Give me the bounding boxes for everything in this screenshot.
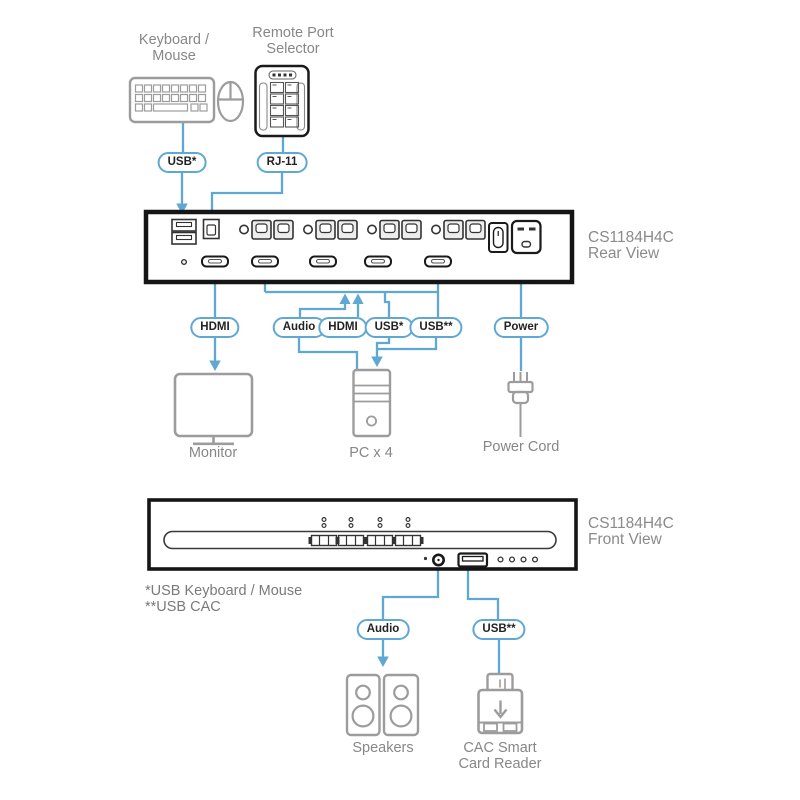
rear-device xyxy=(143,209,575,285)
pc-label: PC x 4 xyxy=(349,445,393,461)
arrow-into-pc xyxy=(371,356,383,367)
remote-selector-label-line1: Remote Port xyxy=(252,25,334,41)
monitor-label: Monitor xyxy=(188,445,238,461)
front-device xyxy=(147,498,578,571)
front-port-select-buttons xyxy=(308,516,424,547)
arrow-into-monitor xyxy=(209,360,221,371)
front-button-group-4 xyxy=(392,516,424,547)
pill-rj11: RJ-11 xyxy=(256,152,308,173)
rear-title-model: CS1184H4C xyxy=(588,229,674,246)
hdmi-port-pc4 xyxy=(424,255,452,268)
front-audio-jack xyxy=(431,553,445,567)
speakers-icon xyxy=(345,673,420,737)
hdmi-port-pc3 xyxy=(364,255,392,268)
cac-label-line2: Card Reader xyxy=(458,756,542,772)
hdmi-port-console xyxy=(201,255,229,268)
pc-port-group-3 xyxy=(366,219,422,240)
bracket-hdmi-ports xyxy=(263,284,440,317)
front-slot-bar xyxy=(163,530,557,550)
pill-hdmi-monitor: HDMI xyxy=(190,317,240,338)
line-usbstar-down-to-pc xyxy=(375,338,391,357)
keyboard-icon xyxy=(128,76,216,124)
remote-port-selector-icon xyxy=(254,64,310,138)
cac-reader-icon xyxy=(477,672,524,735)
front-led xyxy=(423,556,428,561)
rear-rj11-port xyxy=(202,218,220,240)
power-cord-icon xyxy=(507,372,534,437)
pill-usb-keyboard: USB* xyxy=(364,317,414,338)
mouse-icon xyxy=(216,80,245,123)
footnote-usb-cac: **USB CAC xyxy=(145,599,221,615)
keyboard-mouse-label-line1: Keyboard / xyxy=(138,32,210,48)
speakers-label: Speakers xyxy=(352,740,414,756)
hdmi-port-pc2 xyxy=(309,255,337,268)
pill-power: Power xyxy=(493,317,549,338)
pc-port-group-2 xyxy=(302,219,358,240)
line-audio-down-to-pc xyxy=(297,338,359,369)
line-bracket-to-usbstar-pill xyxy=(383,292,391,317)
pill-audio-rear: Audio xyxy=(272,317,326,338)
line-usbcac-down-join xyxy=(376,338,438,351)
power-cord-label: Power Cord xyxy=(482,439,560,455)
hdmi-port-pc1 xyxy=(251,255,279,268)
arrow-up-hdmi xyxy=(352,293,364,304)
cac-label-line1: CAC Smart xyxy=(463,740,537,756)
connector-arrowheads xyxy=(176,203,389,667)
rear-title-view: Rear View xyxy=(588,245,660,262)
rear-power-inlet xyxy=(510,219,542,255)
pill-hdmi-pc: HDMI xyxy=(318,317,368,338)
rear-usb-console-ports xyxy=(171,218,197,245)
front-status-leds xyxy=(497,556,539,563)
cac-insert-arrow xyxy=(493,700,508,719)
keyboard-mouse-label-line2: Mouse xyxy=(152,48,196,64)
front-usb-port xyxy=(457,552,489,568)
arrow-up-audio xyxy=(339,293,351,304)
rear-pc-port-groups xyxy=(239,219,486,240)
monitor-icon xyxy=(173,372,254,446)
line-front-usb xyxy=(466,567,500,619)
pill-usb-cac-front: USB** xyxy=(472,619,526,640)
line-audio-up xyxy=(298,303,347,317)
footnote-usb-keyboard: *USB Keyboard / Mouse xyxy=(145,583,303,599)
pc-port-group-1 xyxy=(239,219,294,240)
rear-led xyxy=(180,259,187,266)
arrow-into-rear-device xyxy=(176,203,188,214)
rear-power-switch xyxy=(488,222,509,253)
pill-usb-cac-rear: USB** xyxy=(409,317,463,338)
connector-lines xyxy=(180,123,523,673)
line-front-audio xyxy=(381,566,440,619)
pc-icon xyxy=(352,368,392,438)
pill-audio-front: Audio xyxy=(356,619,410,640)
remote-selector-label-line2: Selector xyxy=(266,41,320,57)
rear-hdmi-ports xyxy=(201,255,452,268)
front-title-model: CS1184H4C xyxy=(588,515,674,532)
pill-usb-console: USB* xyxy=(157,152,207,173)
line-rj11-pill-to-device xyxy=(210,173,284,210)
front-title-view: Front View xyxy=(588,531,662,548)
pc-port-group-4 xyxy=(430,219,486,240)
arrow-into-speakers xyxy=(377,656,389,667)
